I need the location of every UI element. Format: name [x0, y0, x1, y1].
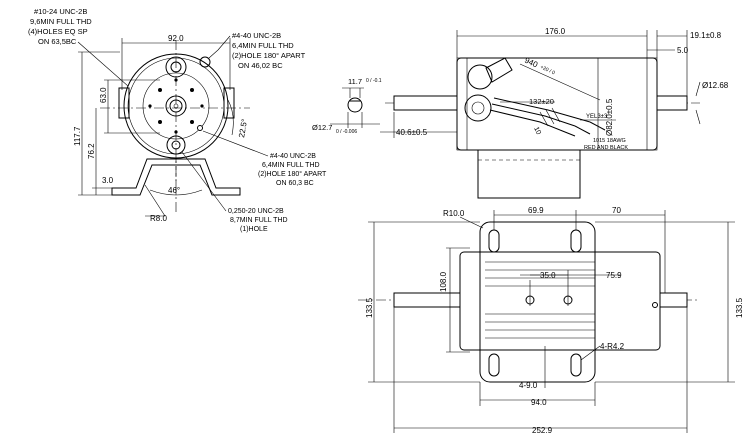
svg-text:ON 46,02 BC: ON 46,02 BC: [238, 61, 283, 70]
dim-shaft-right: 19.1±0.8: [690, 31, 722, 40]
dim-75: 75.9: [606, 271, 622, 280]
dim-252: 252.9: [532, 426, 553, 435]
svg-text:0 / -0.1: 0 / -0.1: [366, 78, 382, 84]
dim-slot: 4-9.0: [519, 381, 538, 390]
shaft-circle: [165, 95, 187, 117]
dim-height: 117.7: [73, 126, 82, 146]
note-bottom-hole: 0,250-20 UNC-2B 8,7MIN FULL THD (1)HOLE: [181, 151, 288, 233]
note-side-holes: #4-40 UNC-2B 6,4MIN FULL THD (2)HOLE 180…: [202, 130, 327, 187]
dim-133-left: 133.5: [365, 297, 374, 318]
svg-text:ON 60,3 BC: ON 60,3 BC: [276, 180, 314, 187]
dim-94: 94.0: [531, 398, 547, 407]
svg-text:(1)HOLE: (1)HOLE: [240, 226, 268, 233]
motor-body-circle: [123, 53, 229, 159]
wire-note-1: 1015 18AWG: [593, 138, 626, 144]
bolt-circle-dots: [148, 78, 204, 134]
svg-text:ON 63,5BC: ON 63,5BC: [38, 37, 77, 46]
dim-width: 92.0: [168, 34, 184, 43]
front-view: 92.0 63.0 117.7 76.2 3.0 46° R8.0 22.5° …: [28, 7, 327, 233]
dim-angle-hole: 22.5°: [237, 118, 249, 138]
motor-body-side: [456, 57, 658, 151]
dim-108: 108.0: [439, 271, 448, 292]
dim-key: 11.7: [348, 77, 362, 86]
dim-10: 10: [532, 126, 542, 136]
svg-text:(4)HOLES EQ SP: (4)HOLES EQ SP: [28, 27, 88, 36]
wire-note-2: RED AND BLACK: [584, 145, 628, 151]
dim-133-right: 133.5: [735, 297, 744, 318]
dim-inner: 63.0: [99, 87, 108, 103]
dim-length: 176.0: [545, 27, 566, 36]
svg-text:0 / -0.006: 0 / -0.006: [336, 129, 357, 135]
dim-shaft-dia-side: Ø12.68: [702, 81, 729, 90]
svg-text:6,4MIN FULL THD: 6,4MIN FULL THD: [232, 41, 294, 50]
cooling-fins: [485, 261, 595, 339]
dim-r10: R10.0: [443, 209, 465, 218]
dim-angle-foot: 46°: [168, 186, 180, 195]
dim-35: 35.0: [540, 271, 556, 280]
dim-70: 70: [612, 206, 621, 215]
dim-shaft-left: 40.6±0.5: [396, 128, 428, 137]
svg-text:#4-40 UNC-2B: #4-40 UNC-2B: [270, 153, 316, 160]
svg-text:#4-40 UNC-2B: #4-40 UNC-2B: [232, 31, 281, 40]
dim-center: 76.2: [87, 143, 96, 159]
dim-body-dia: Ø82.0±0.5: [605, 98, 614, 136]
mounting-bracket: [111, 158, 241, 196]
dim-shaft-dia: Ø12.7: [312, 123, 332, 132]
note-top-holes: #4-40 UNC-2B 6,4MIN FULL THD (2)HOLE 180…: [217, 31, 306, 70]
svg-text:#10-24 UNC-2B: #10-24 UNC-2B: [34, 7, 87, 16]
note-mount-holes: #10-24 UNC-2B 9,6MIN FULL THD (4)HOLES E…: [28, 7, 129, 87]
side-view: 176.0 19.1±0.8 5.0 Ø12.68 Ø82.0±0.5 40.6…: [380, 27, 729, 199]
svg-text:9,6MIN FULL THD: 9,6MIN FULL THD: [30, 17, 92, 26]
dim-radius: R8.0: [150, 214, 167, 223]
svg-text:(2)HOLE 180° APART: (2)HOLE 180° APART: [232, 51, 306, 60]
svg-text:(2)HOLE 180° APART: (2)HOLE 180° APART: [258, 170, 327, 178]
shaft-detail: 11.7 0 / -0.1 Ø12.7 0 / -0.006: [312, 77, 382, 135]
dim-132: 132±20: [529, 97, 554, 106]
dim-r42: 4-R4.2: [600, 342, 625, 351]
dim-69: 69.9: [528, 206, 544, 215]
dim-step: 5.0: [677, 46, 689, 55]
top-view: R10.0 69.9 70 108.0 35.0 75.9 133.5 133.…: [358, 206, 744, 435]
dim-yel: YEL3±3: [586, 114, 608, 120]
dim-foot: 3.0: [102, 176, 114, 185]
svg-text:0,250-20 UNC-2B: 0,250-20 UNC-2B: [228, 208, 284, 215]
svg-text:6,4MIN FULL THD: 6,4MIN FULL THD: [262, 162, 320, 169]
svg-text:8,7MIN FULL THD: 8,7MIN FULL THD: [230, 217, 288, 224]
